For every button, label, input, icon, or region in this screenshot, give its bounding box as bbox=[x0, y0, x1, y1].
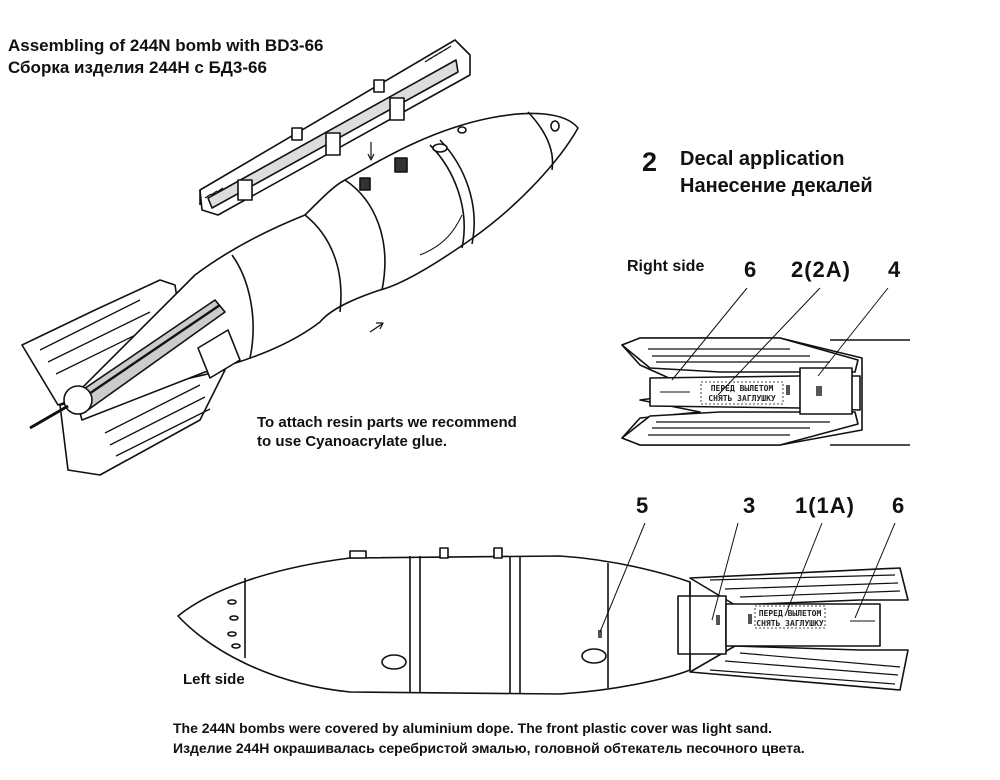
callout-left-6: 6 bbox=[892, 493, 906, 518]
title-en: Assembling of 244N bomb with BD3-66 bbox=[8, 36, 324, 55]
callout-right-6: 6 bbox=[744, 257, 758, 282]
step-number: 2 bbox=[642, 147, 658, 177]
callout-left-1-1a: 1(1A) bbox=[795, 493, 856, 518]
step-title-en: Decal application bbox=[680, 148, 845, 170]
left-stencil-decal: ПЕРЕД ВЫЛЕТОМ СНЯТЬ ЗАГЛУШКУ bbox=[756, 609, 824, 628]
glue-note-line-2: to use Cyanoacrylate glue. bbox=[257, 433, 448, 450]
bd3-66-rack-part bbox=[199, 39, 471, 216]
glue-note-line-1: To attach resin parts we recommend bbox=[257, 414, 517, 431]
right-stencil-decal: ПЕРЕД ВЫЛЕТОМ СНЯТЬ ЗАГЛУШКУ bbox=[708, 384, 776, 403]
callout-right-2-2a: 2(2A) bbox=[791, 257, 852, 282]
stencil-line-2: СНЯТЬ ЗАГЛУШКУ bbox=[708, 394, 776, 403]
left-side-label: Left side bbox=[183, 671, 245, 688]
callout-left-5: 5 bbox=[636, 493, 650, 518]
stencil-line-1: ПЕРЕД ВЫЛЕТОМ bbox=[759, 609, 822, 618]
title-ru: Сборка изделия 244Н с БД3-66 bbox=[8, 58, 267, 77]
stencil-line-1: ПЕРЕД ВЫЛЕТОМ bbox=[711, 384, 774, 393]
footer-note-ru: Изделие 244Н окрашивалась серебристой эм… bbox=[173, 740, 805, 756]
footer-note-en: The 244N bombs were covered by aluminium… bbox=[173, 720, 773, 736]
stencil-line-2: СНЯТЬ ЗАГЛУШКУ bbox=[756, 619, 824, 628]
callout-right-4: 4 bbox=[888, 257, 902, 282]
left-side-bomb-drawing bbox=[177, 547, 909, 695]
step-title-ru: Нанесение декалей bbox=[680, 175, 873, 197]
bomb-assembly-body bbox=[21, 111, 579, 476]
callout-left-3: 3 bbox=[743, 493, 757, 518]
right-side-label: Right side bbox=[627, 258, 705, 275]
right-side-tail-drawing bbox=[621, 337, 910, 446]
